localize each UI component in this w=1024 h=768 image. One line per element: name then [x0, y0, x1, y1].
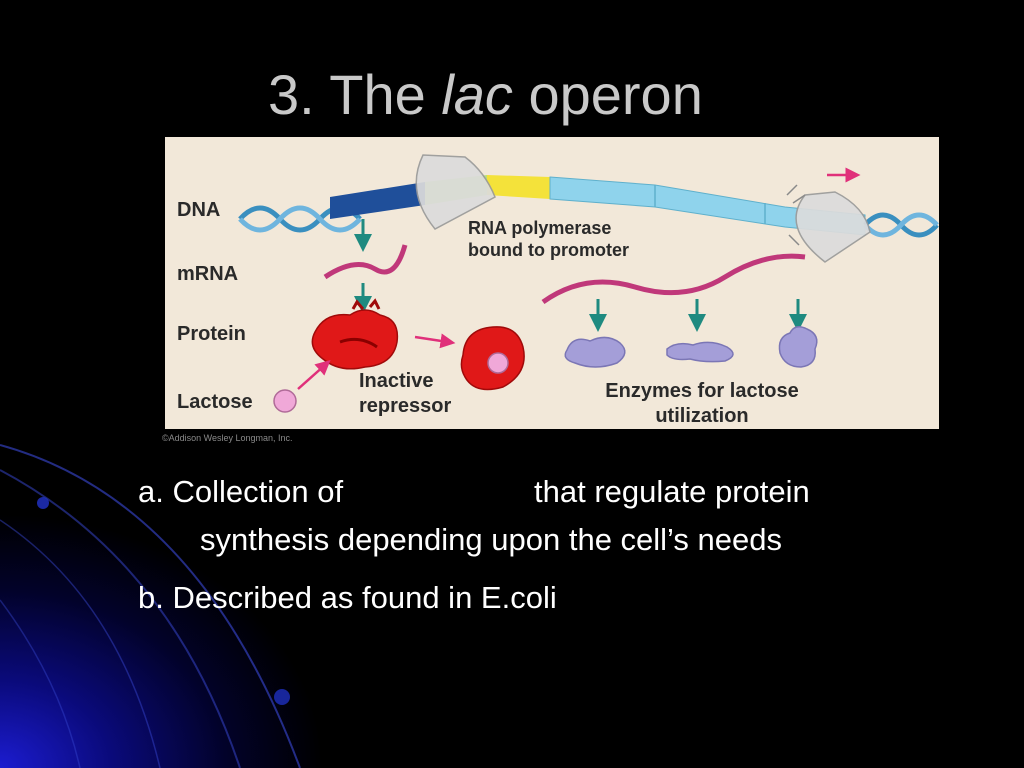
operator-segment: [487, 175, 550, 199]
lactose-label: Lactose: [177, 391, 253, 413]
lactose-binding-arrow: [297, 360, 331, 390]
rna-polymerase-label: RNA polymerase bound to promoter: [468, 218, 629, 260]
enzyme-1: [564, 336, 626, 368]
rna-polymerase-promoter: [415, 154, 496, 230]
inactive-repressor: [460, 326, 525, 391]
inactive-repressor-label: Inactive repressor: [359, 370, 452, 417]
enzymes-label: Enzymes for lactose utilization: [605, 380, 799, 427]
rna-polymerase-moving: [786, 184, 871, 263]
bullet-a-prefix: a. Collection of: [138, 474, 344, 509]
dna-helix-right: [863, 212, 939, 238]
protein-label: Protein: [177, 323, 246, 345]
lactose-molecule: [273, 389, 297, 413]
bullet-a-suffix: that regulate protein: [534, 474, 810, 509]
enzyme-mrna-strand: [541, 253, 806, 305]
repressor-protein: [311, 298, 399, 370]
bullet-a-line2: synthesis depending upon the cell’s need…: [200, 522, 782, 557]
copyright-notice: ©Addison Wesley Longman, Inc.: [162, 433, 293, 443]
title-operon: operon: [528, 63, 703, 126]
title-number: 3.: [268, 63, 315, 126]
mrna-label: mRNA: [177, 263, 239, 285]
enzyme-3: [778, 326, 818, 368]
dna-label: DNA: [177, 199, 221, 221]
inactivation-arrow: [414, 333, 456, 349]
title-the: The: [329, 63, 426, 126]
lac-operon-diagram: DNA mRNA Protein Lactose RNA polymerase …: [165, 137, 939, 429]
enzyme-2: [666, 341, 734, 363]
slide-title: 3. The lac operon: [268, 62, 703, 127]
repressor-mrna-strand: [323, 244, 408, 280]
diagram-illustration: [238, 154, 939, 413]
title-lac: lac: [441, 63, 513, 126]
bullet-b: b. Described as found in E.coli: [138, 580, 557, 615]
repressor-gene-segment: [330, 182, 425, 219]
